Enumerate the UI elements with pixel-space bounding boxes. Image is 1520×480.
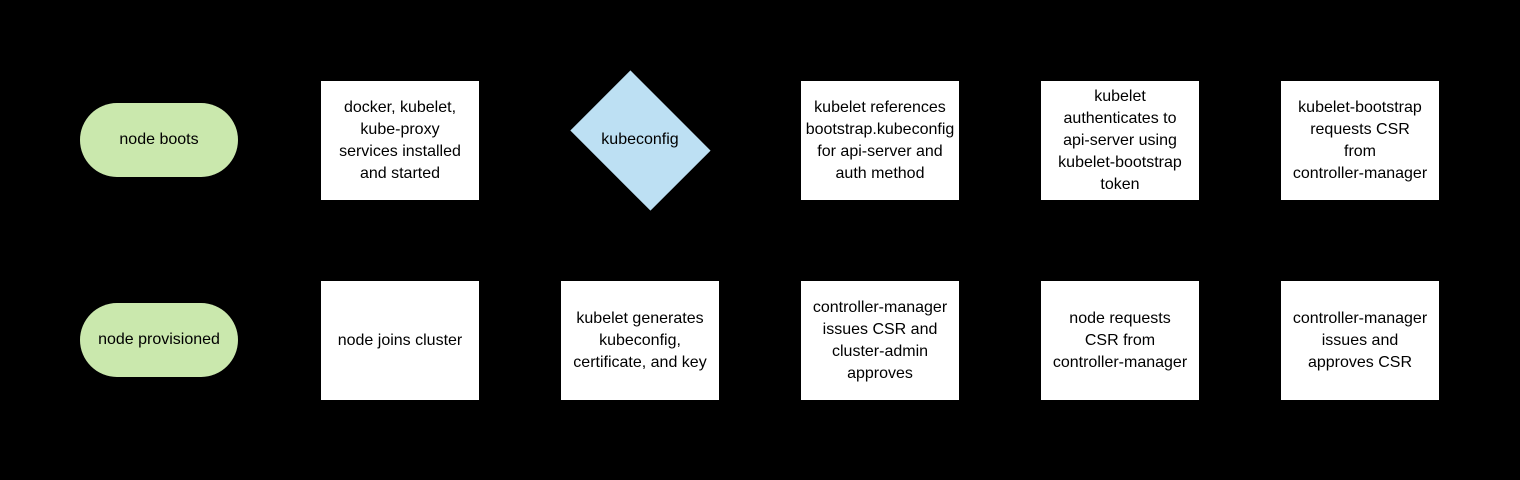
- flow-node-node-boots[interactable]: node boots: [80, 103, 238, 177]
- flow-node-node-joins-cluster[interactable]: node joins cluster: [321, 281, 479, 400]
- flow-node-kubelet-generates[interactable]: kubelet generates kubeconfig, certificat…: [561, 281, 719, 400]
- flow-node-label: kubelet-bootstrap requests CSR from cont…: [1292, 98, 1428, 182]
- flow-node-services-installed[interactable]: docker, kubelet, kube-proxy services ins…: [321, 81, 479, 200]
- flow-node-kubelet-bootstrap-requests-csr[interactable]: kubelet-bootstrap requests CSR from cont…: [1281, 81, 1439, 200]
- flow-node-controller-manager-issues-approves[interactable]: controller-manager issues and approves C…: [1281, 281, 1439, 400]
- flow-node-label: controller-manager issues CSR and cluste…: [812, 298, 948, 382]
- flow-node-kubelet-references-bootstrap[interactable]: kubelet references bootstrap.kubeconfig …: [801, 81, 959, 200]
- flow-node-node-requests-csr[interactable]: node requests CSR from controller-manage…: [1041, 281, 1199, 400]
- flow-node-label: node joins cluster: [337, 331, 463, 349]
- flow-node-node-provisioned[interactable]: node provisioned: [80, 303, 238, 377]
- flow-node-label: kubelet authenticates to api-server usin…: [1058, 87, 1182, 193]
- flow-node-kubeconfig[interactable]: kubeconfig: [560, 70, 720, 211]
- flow-node-label: docker, kubelet, kube-proxy services ins…: [339, 98, 461, 182]
- flow-node-label: kubelet references bootstrap.kubeconfig …: [805, 98, 955, 182]
- flow-node-kubelet-authenticates[interactable]: kubelet authenticates to api-server usin…: [1041, 81, 1199, 200]
- flow-node-label: node provisioned: [98, 331, 220, 348]
- flow-node-controller-manager-issues-csr[interactable]: controller-manager issues CSR and cluste…: [801, 281, 959, 400]
- flow-node-label: node boots: [119, 131, 199, 148]
- flow-node-label: kubelet generates kubeconfig, certificat…: [573, 309, 707, 371]
- flow-node-label: kubeconfig: [601, 131, 679, 148]
- flow-node-label: node requests CSR from controller-manage…: [1052, 309, 1188, 371]
- flow-node-label: controller-manager issues and approves C…: [1292, 309, 1428, 371]
